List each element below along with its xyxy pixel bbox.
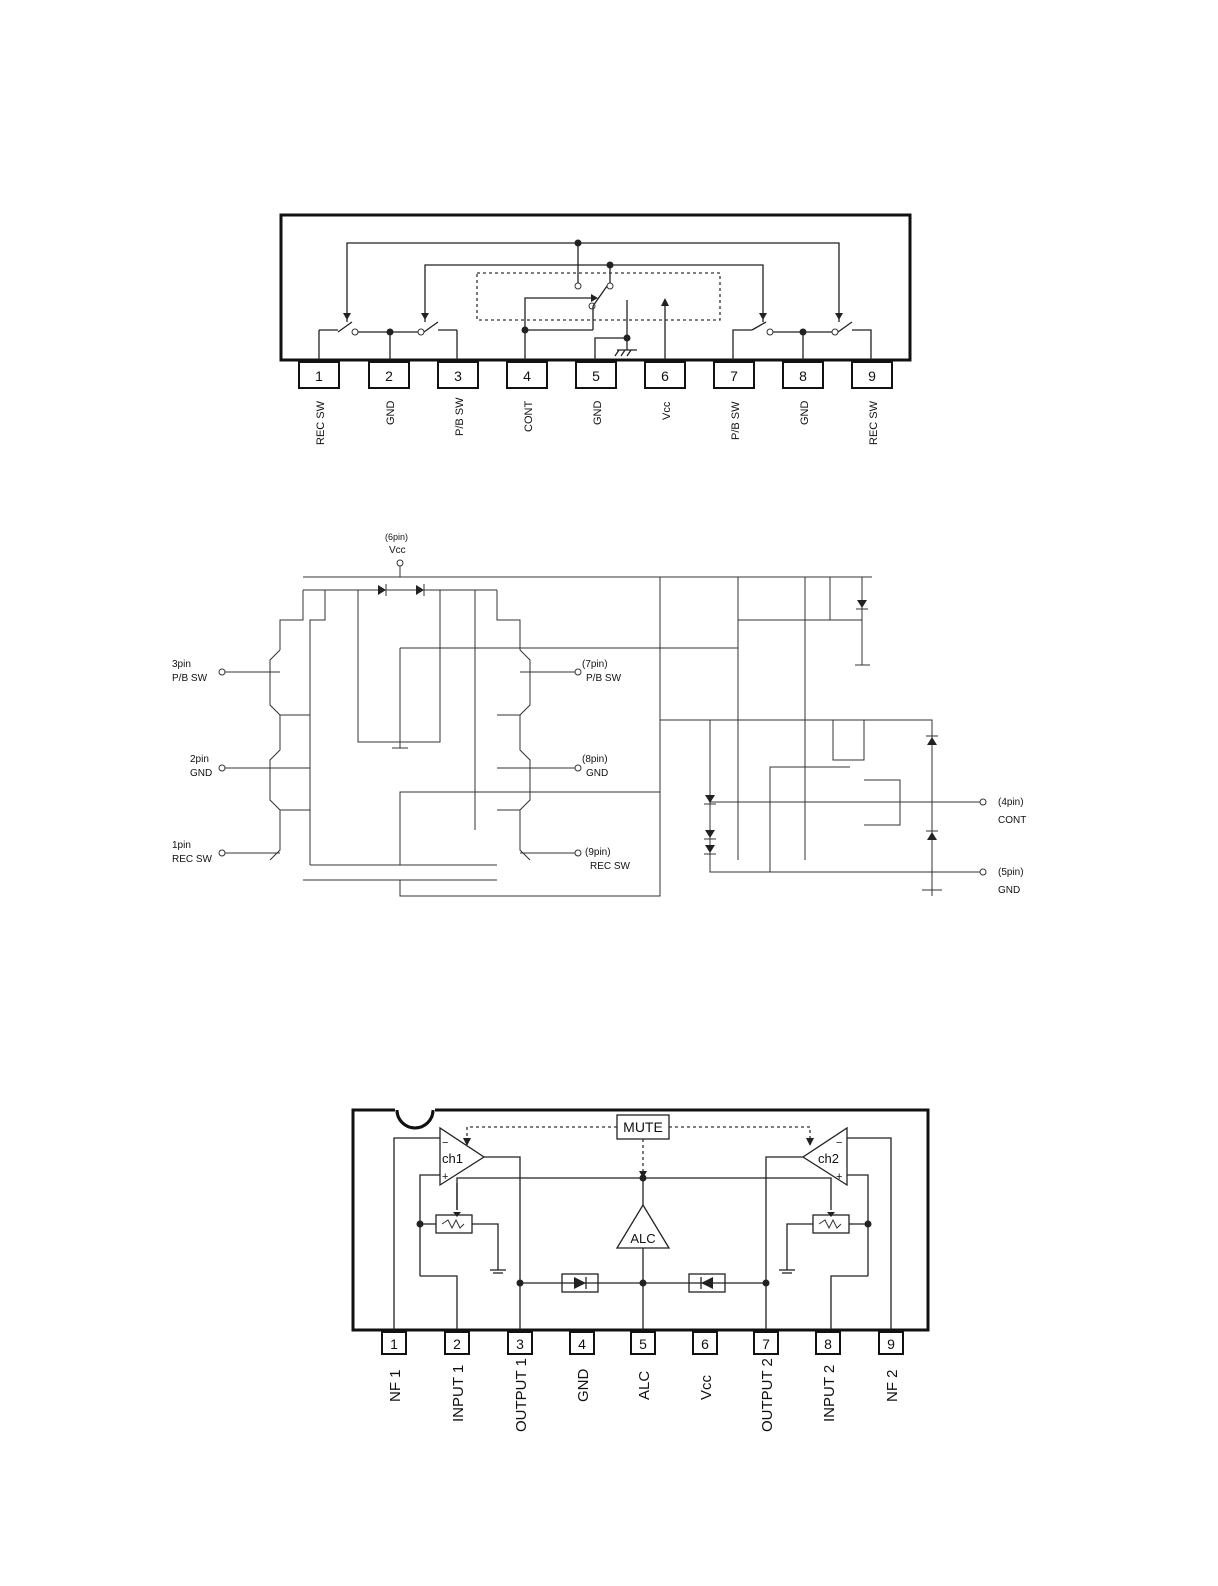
pin-2: 2 <box>369 362 409 388</box>
pin-number: 6 <box>661 368 669 384</box>
pin-7: 7 <box>754 1332 778 1354</box>
pin-label: REC SW <box>868 400 880 445</box>
mute-label: MUTE <box>623 1119 663 1135</box>
pin-label: P/B SW <box>730 401 742 440</box>
pin-number: 2 <box>453 1336 461 1352</box>
terminal-pin: (8pin) <box>582 754 608 765</box>
terminal-8pin: (8pin) GND <box>575 754 608 779</box>
terminal-label: GND <box>586 768 608 779</box>
terminal-4pin: (4pin) CONT <box>980 797 1026 826</box>
terminal-label: GND <box>998 885 1020 896</box>
pin-8: 8 <box>816 1332 840 1354</box>
vcc-label: Vcc <box>389 545 406 556</box>
equivalent-circuit-diagram: (6pin) Vcc <box>0 520 1218 940</box>
amp-minus: − <box>836 1137 842 1149</box>
pin-4: 4 <box>570 1332 594 1354</box>
terminal-pin: 2pin <box>190 754 209 765</box>
alc-label: ALC <box>630 1231 655 1246</box>
pin-label: GND <box>799 401 811 426</box>
terminal-1pin: 1pin REC SW <box>172 840 225 865</box>
pin-label: Vcc <box>661 401 673 420</box>
pin-label: GND <box>592 401 604 426</box>
pin-1: 1 <box>382 1332 406 1354</box>
pin-label: OUTPUT 1 <box>513 1358 530 1432</box>
pin-9: 9 <box>852 362 892 388</box>
terminal-7pin: (7pin) P/B SW <box>575 659 622 684</box>
pin-label: INPUT 2 <box>821 1365 838 1422</box>
pin-number: 9 <box>868 368 876 384</box>
terminal-label: REC SW <box>172 854 213 865</box>
pin-number: 3 <box>516 1336 524 1352</box>
amp-plus: + <box>836 1171 842 1183</box>
terminal-pin: (7pin) <box>582 659 608 670</box>
vcc-pin-label: (6pin) <box>385 532 408 542</box>
pin-number: 2 <box>385 368 393 384</box>
terminal-3pin: 3pin P/B SW <box>172 659 225 684</box>
pin-1: 1 <box>299 362 339 388</box>
pin-7: 7 <box>714 362 754 388</box>
pin-3: 3 <box>508 1332 532 1354</box>
pin-label: NF 2 <box>884 1369 901 1402</box>
pin-label: GND <box>575 1369 592 1403</box>
pin-label: GND <box>385 401 397 426</box>
pin-number: 9 <box>887 1336 895 1352</box>
pin-label: INPUT 1 <box>450 1365 467 1422</box>
pin-number: 5 <box>592 368 600 384</box>
pin-label: CONT <box>523 401 535 432</box>
pin-9: 9 <box>879 1332 903 1354</box>
pin-number: 1 <box>315 368 323 384</box>
terminal-2pin: 2pin GND <box>190 754 225 779</box>
terminal-pin: 3pin <box>172 659 191 670</box>
amp-label: ch1 <box>442 1151 463 1166</box>
terminal-label: CONT <box>998 815 1026 826</box>
pin-number: 3 <box>454 368 462 384</box>
terminal-pin: (5pin) <box>998 867 1024 878</box>
terminal-pin: (4pin) <box>998 797 1024 808</box>
pin-5: 5 <box>631 1332 655 1354</box>
pin-4: 4 <box>507 362 547 388</box>
pin-number: 4 <box>578 1336 586 1352</box>
pin-number: 1 <box>390 1336 398 1352</box>
terminal-pin: (9pin) <box>585 847 611 858</box>
terminal-label: GND <box>190 768 212 779</box>
pin-6: 6 <box>645 362 685 388</box>
pin-3: 3 <box>438 362 478 388</box>
pin-number: 4 <box>523 368 531 384</box>
pin-label: Vcc <box>698 1374 715 1400</box>
pin-number: 7 <box>730 368 738 384</box>
pin-number: 7 <box>762 1336 770 1352</box>
terminal-label: P/B SW <box>172 673 208 684</box>
amp-label: ch2 <box>818 1151 839 1166</box>
amp-minus: − <box>442 1137 448 1149</box>
pin-2: 2 <box>445 1332 469 1354</box>
amp-plus: + <box>442 1171 448 1183</box>
pin-number: 8 <box>824 1336 832 1352</box>
pin-number: 8 <box>799 368 807 384</box>
pin-label: REC SW <box>315 400 327 445</box>
pin-6: 6 <box>693 1332 717 1354</box>
terminal-label: REC SW <box>590 861 631 872</box>
amplifier-ic-diagram: MUTE ch1 − + ch2 − + ALC <box>0 1060 1218 1580</box>
pin-label: ALC <box>636 1371 653 1400</box>
switch-ic-diagram: 1 2 3 4 5 6 7 8 9 REC SW GND P/B SW CONT… <box>0 0 1218 480</box>
pin-label: P/B SW <box>454 397 466 436</box>
terminal-5pin: (5pin) GND <box>980 867 1024 896</box>
terminal-pin: 1pin <box>172 840 191 851</box>
pin-5: 5 <box>576 362 616 388</box>
pin-label: NF 1 <box>387 1369 404 1402</box>
pin-number: 6 <box>701 1336 709 1352</box>
pin-number: 5 <box>639 1336 647 1352</box>
terminal-label: P/B SW <box>586 673 622 684</box>
terminal-9pin: (9pin) REC SW <box>575 847 631 872</box>
pin-label: OUTPUT 2 <box>759 1358 776 1432</box>
vcc-terminal-icon <box>397 560 403 566</box>
pin-8: 8 <box>783 362 823 388</box>
